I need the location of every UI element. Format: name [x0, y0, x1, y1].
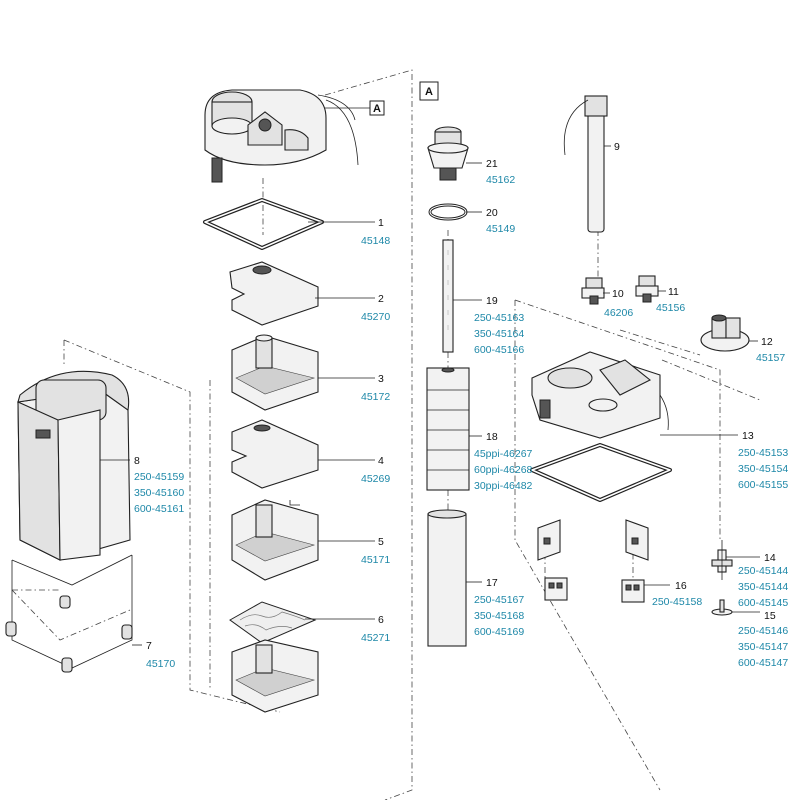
- part-code-8b: 350-45160: [134, 487, 184, 499]
- part-code-1: 45148: [361, 235, 390, 247]
- filter-head: [204, 89, 359, 183]
- part-number-1: 1: [378, 217, 384, 229]
- part-number-20: 20: [486, 207, 498, 219]
- filter-feet: [5, 554, 133, 673]
- part-code-17a: 250-45167: [474, 594, 524, 606]
- part-code-8a: 250-45159: [134, 471, 184, 483]
- part-number-17: 17: [486, 577, 498, 589]
- part-code-7: 45170: [146, 658, 175, 670]
- riser-tube-19: [442, 239, 454, 353]
- part-number-8: 8: [134, 455, 140, 467]
- part-number-4: 4: [378, 455, 384, 467]
- part-number-3: 3: [378, 373, 384, 385]
- media-basket-5: [231, 499, 319, 581]
- part-code-12: 45157: [756, 352, 785, 364]
- foam-cylinder-18: [426, 367, 470, 491]
- inner-tube-17: [427, 509, 467, 647]
- clips-16: [537, 519, 649, 603]
- leader-lines: [100, 107, 760, 646]
- part-number-16: 16: [675, 580, 687, 592]
- quick-release-12: [700, 314, 750, 352]
- part-number-10: 10: [612, 288, 624, 300]
- part-code-2: 45270: [361, 311, 390, 323]
- connector-10: [581, 277, 605, 305]
- media-basket-3: [231, 334, 319, 411]
- part-code-4: 45269: [361, 473, 390, 485]
- part-code-6: 45271: [361, 632, 390, 644]
- part-code-21: 45162: [486, 174, 515, 186]
- pump-head-13: [531, 351, 669, 439]
- part-code-17c: 600-45169: [474, 626, 524, 638]
- part-number-21: 21: [486, 158, 498, 170]
- part-code-14a: 250-45144: [738, 565, 788, 577]
- part-number-12: 12: [761, 336, 773, 348]
- part-code-8c: 600-45161: [134, 503, 184, 515]
- part-code-15a: 250-45146: [738, 625, 788, 637]
- valve-21: [427, 126, 469, 181]
- part-number-7: 7: [146, 640, 152, 652]
- part-code-13b: 350-45154: [738, 463, 788, 475]
- part-number-13: 13: [742, 430, 754, 442]
- part-code-15c: 600-45147: [738, 657, 788, 669]
- pump-gasket-13: [530, 443, 672, 502]
- part-code-19c: 600-45166: [474, 344, 524, 356]
- part-code-15b: 350-45147: [738, 641, 788, 653]
- part-number-15: 15: [764, 610, 776, 622]
- impeller-14: [711, 540, 733, 580]
- connector-11: [635, 275, 659, 303]
- view-a-marker: A: [369, 100, 385, 116]
- part-number-5: 5: [378, 536, 384, 548]
- part-code-14c: 600-45145: [738, 597, 788, 609]
- part-code-17b: 350-45168: [474, 610, 524, 622]
- svg-text:A: A: [373, 103, 381, 115]
- part-code-18b: 60ppi-46268: [474, 464, 533, 476]
- part-code-13c: 600-45155: [738, 479, 788, 491]
- lid-gasket: [203, 198, 324, 250]
- fine-pad-6: [229, 601, 317, 644]
- part-code-11: 45156: [656, 302, 685, 314]
- svg-text:A: A: [425, 86, 433, 98]
- part-number-2: 2: [378, 293, 384, 305]
- part-code-14b: 350-45144: [738, 581, 788, 593]
- part-number-19: 19: [486, 295, 498, 307]
- foam-filter-4: [231, 419, 319, 489]
- impeller-cover-15: [711, 599, 733, 616]
- view-a-header: A: [419, 81, 439, 101]
- part-code-5: 45171: [361, 554, 390, 566]
- part-code-3: 45172: [361, 391, 390, 403]
- part-code-10: 46206: [604, 307, 633, 319]
- media-basket-bottom: [231, 639, 319, 713]
- part-labels: 1 45148 2 45270 3 45172 4 45269 5 45171 …: [134, 141, 788, 670]
- part-code-13a: 250-45153: [738, 447, 788, 459]
- part-code-18a: 45ppi-46267: [474, 448, 533, 460]
- part-code-16: 250-45158: [652, 596, 702, 608]
- part-number-14: 14: [764, 552, 776, 564]
- part-code-19a: 250-45163: [474, 312, 524, 324]
- part-number-9: 9: [614, 141, 620, 153]
- foam-prefilter-2: [229, 261, 319, 326]
- part-number-18: 18: [486, 431, 498, 443]
- intake-pipe-9: [563, 95, 608, 233]
- part-code-19b: 350-45164: [474, 328, 524, 340]
- o-ring-20: [428, 203, 468, 221]
- part-code-20: 45149: [486, 223, 515, 235]
- part-number-6: 6: [378, 614, 384, 626]
- assembly-guides: [11, 69, 761, 800]
- filter-canister: [17, 370, 131, 561]
- part-number-11: 11: [668, 286, 679, 298]
- part-code-18c: 30ppi-46482: [474, 480, 533, 492]
